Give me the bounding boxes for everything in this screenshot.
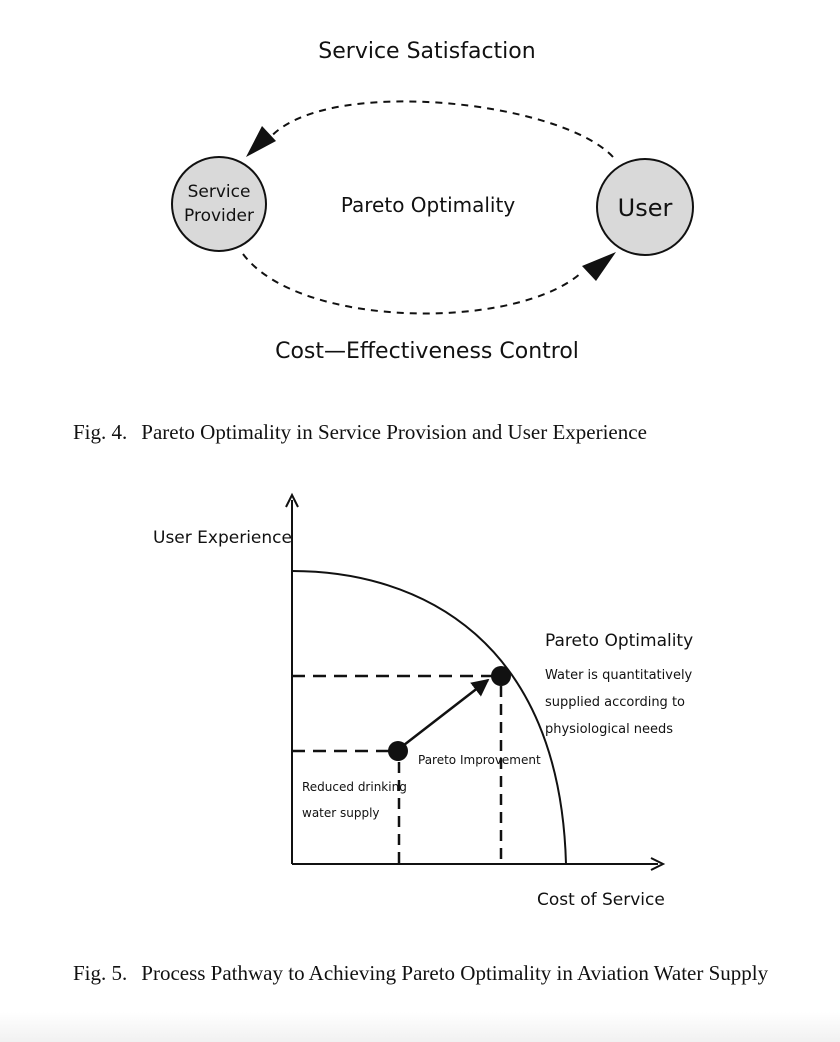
page-bottom-edge [0, 1012, 840, 1042]
pareto-optimal-point [491, 666, 511, 686]
y-axis-arrow-icon [285, 492, 299, 508]
optimal-description-line1: Water is quantitatively [545, 668, 693, 683]
pareto-optimality-label: Pareto Optimality [341, 193, 515, 217]
figure-5-number: Fig. 5. [73, 961, 128, 985]
figures-canvas: Service Satisfaction Service Provider Pa… [153, 39, 694, 910]
optimal-description-line2: supplied according to [545, 695, 685, 710]
pareto-optimality-title: Pareto Optimality [545, 631, 693, 651]
user-label: User [618, 194, 673, 222]
reduced-description-line1: Reduced drinking [302, 780, 407, 794]
figure-5-caption-text: Process Pathway to Achieving Pareto Opti… [141, 961, 769, 985]
pareto-frontier-curve [291, 570, 567, 865]
figure-5-diagram: User Experience Cost of Service Pareto O… [153, 492, 693, 910]
upper-arrowhead [246, 126, 276, 157]
x-axis-arrow-icon [650, 857, 666, 871]
reduced-supply-point [388, 741, 408, 761]
user-node [596, 158, 694, 256]
x-axis-label: Cost of Service [537, 890, 665, 910]
reduced-description-line2: water supply [302, 806, 380, 820]
figure-4-diagram: Service Satisfaction Service Provider Pa… [171, 39, 694, 364]
pareto-improvement-arrow [403, 678, 490, 746]
cost-effectiveness-control-label: Cost—Effectiveness Control [275, 339, 579, 364]
service-satisfaction-label: Service Satisfaction [318, 39, 535, 64]
figure-4-number: Fig. 4. [73, 420, 128, 444]
lower-arrowhead [582, 252, 616, 281]
figure-4-caption: Fig. 4. Pareto Optimality in Service Prov… [73, 419, 813, 446]
service-provider-label-line2: Provider [184, 206, 254, 226]
service-provider-label-line1: Service [188, 182, 251, 202]
pareto-improvement-label: Pareto Improvement [418, 753, 541, 767]
figure-5-caption: Fig. 5. Process Pathway to Achieving Pare… [73, 960, 813, 987]
service-provider-node [171, 156, 267, 252]
figure-4-caption-text: Pareto Optimality in Service Provision a… [141, 420, 647, 444]
optimal-description-line3: physiological needs [545, 722, 673, 737]
y-axis-label: User Experience [153, 528, 292, 548]
upper-dashed-arc [267, 100, 614, 158]
lower-dashed-arc [242, 253, 583, 315]
